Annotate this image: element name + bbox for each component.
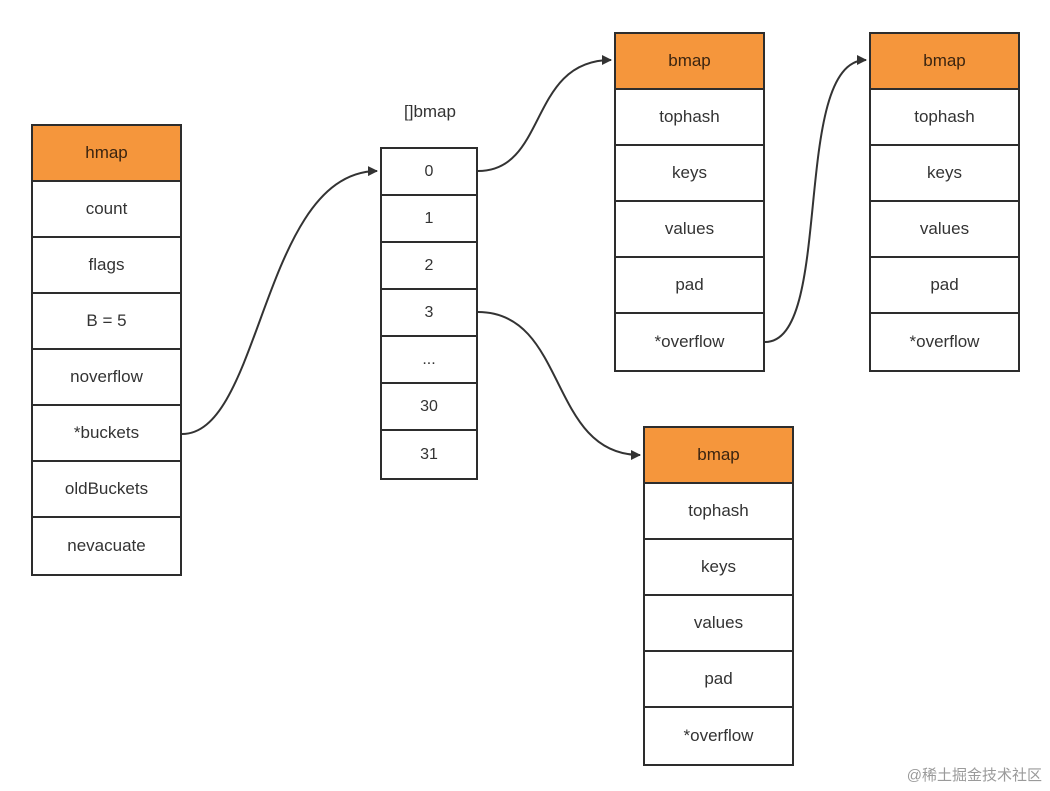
bmap-1-keys: keys bbox=[616, 146, 763, 202]
bmap-1-header: bmap bbox=[616, 34, 763, 90]
bucket-index-0: 0 bbox=[382, 149, 476, 196]
bmap-2-pad: pad bbox=[871, 258, 1018, 314]
hmap-field-flags: flags bbox=[33, 238, 180, 294]
bucket-index-2: 2 bbox=[382, 243, 476, 290]
arrow-buckets-to-array bbox=[181, 166, 378, 435]
watermark: @稀土掘金技术社区 bbox=[906, 767, 1042, 784]
bucket-index-30: 30 bbox=[382, 384, 476, 431]
bmap-3-overflow: *overflow bbox=[683, 726, 754, 745]
bmap-3-pad: pad bbox=[645, 652, 792, 708]
bmap-1-values: values bbox=[616, 202, 763, 258]
bmap-1-tophash: tophash bbox=[616, 90, 763, 146]
hmap-struct: hmap count flags B = 5 noverflow *bucket… bbox=[31, 124, 182, 576]
bmap-2-header: bmap bbox=[871, 34, 1018, 90]
buckets-array-label: []bmap bbox=[404, 102, 456, 121]
bucket-index-3: 3 bbox=[382, 290, 476, 337]
bmap-2-values: values bbox=[871, 202, 1018, 258]
arrow-index0-to-bmap1 bbox=[477, 55, 612, 172]
bmap-3-keys: keys bbox=[645, 540, 792, 596]
buckets-array: 0 1 2 3 ... 30 31 bbox=[380, 147, 478, 480]
bucket-index-1: 1 bbox=[382, 196, 476, 243]
bucket-index-ellipsis: ... bbox=[382, 337, 476, 384]
bmap-struct-2: bmap tophash keys values pad *overflow bbox=[869, 32, 1020, 372]
arrow-overflow-to-bmap2 bbox=[764, 55, 867, 343]
hmap-header: hmap bbox=[33, 126, 180, 182]
bmap-2-overflow: *overflow bbox=[909, 332, 980, 351]
bmap-3-header: bmap bbox=[645, 428, 792, 484]
hmap-field-buckets: *buckets bbox=[33, 406, 180, 462]
hmap-field-count: count bbox=[33, 182, 180, 238]
bmap-1-pad: pad bbox=[616, 258, 763, 314]
bmap-2-tophash: tophash bbox=[871, 90, 1018, 146]
bucket-index-31: 31 bbox=[420, 445, 438, 463]
hmap-field-noverflow: noverflow bbox=[33, 350, 180, 406]
hmap-field-oldbuckets: oldBuckets bbox=[33, 462, 180, 518]
bmap-2-keys: keys bbox=[871, 146, 1018, 202]
bmap-1-overflow: *overflow bbox=[654, 332, 725, 351]
bmap-3-tophash: tophash bbox=[645, 484, 792, 540]
hmap-field-nevacuate: nevacuate bbox=[67, 536, 146, 555]
bmap-struct-1: bmap tophash keys values pad *overflow bbox=[614, 32, 765, 372]
hmap-field-b: B = 5 bbox=[33, 294, 180, 350]
bmap-struct-3: bmap tophash keys values pad *overflow bbox=[643, 426, 794, 766]
bmap-3-values: values bbox=[645, 596, 792, 652]
